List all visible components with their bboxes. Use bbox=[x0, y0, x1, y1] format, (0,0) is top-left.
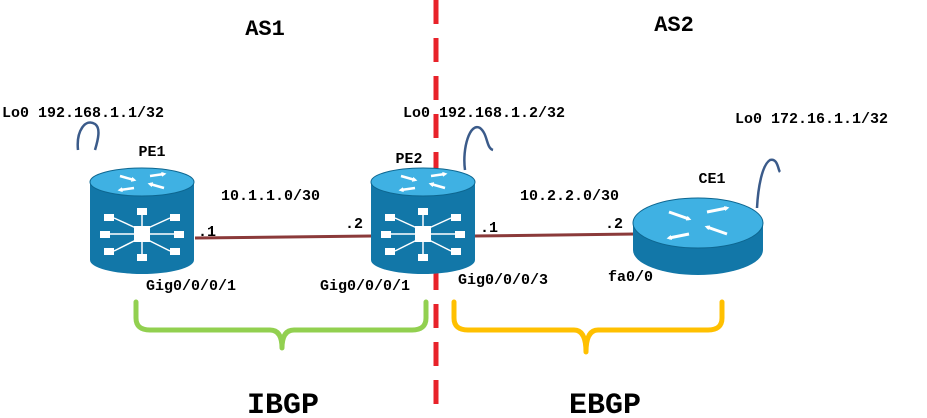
pe1-loopback-wire-icon bbox=[76, 121, 100, 151]
ce1-name: CE1 bbox=[698, 171, 725, 188]
ce1-router-icon[interactable] bbox=[632, 197, 764, 275]
ebgp-label: EBGP bbox=[569, 389, 641, 418]
link-pe2-ce1 bbox=[473, 232, 639, 238]
pe2-loopback-label: Lo0 192.168.1.2/32 bbox=[403, 105, 565, 122]
as2-label: AS2 bbox=[654, 13, 694, 38]
link-pe1-pe2 bbox=[194, 234, 373, 240]
ce1-loopback-wire-icon bbox=[755, 158, 782, 209]
pe2-name: PE2 bbox=[395, 151, 422, 168]
pe1-name: PE1 bbox=[138, 144, 165, 161]
link1-subnet-label: 10.1.1.0/30 bbox=[221, 188, 320, 205]
pe1-host-addr: .1 bbox=[198, 224, 216, 241]
pe1-interface-label: Gig0/0/0/1 bbox=[146, 278, 236, 295]
pe2-host-addr-right: .1 bbox=[480, 220, 498, 237]
pe2-host-addr-left: .2 bbox=[345, 216, 363, 233]
link2-subnet-label: 10.2.2.0/30 bbox=[520, 188, 619, 205]
ce1-interface-label: fa0/0 bbox=[608, 269, 653, 286]
pe1-router-icon[interactable] bbox=[89, 167, 195, 274]
ce1-loopback-label: Lo0 172.16.1.1/32 bbox=[735, 111, 888, 128]
pe2-interface-right-label: Gig0/0/0/3 bbox=[458, 272, 548, 289]
pe2-router-icon[interactable] bbox=[370, 167, 476, 274]
pe2-interface-left-label: Gig0/0/0/1 bbox=[320, 278, 410, 295]
pe2-loopback-wire-icon bbox=[463, 125, 494, 171]
as1-label: AS1 bbox=[245, 17, 285, 42]
ce1-host-addr: .2 bbox=[605, 216, 623, 233]
pe1-loopback-label: Lo0 192.168.1.1/32 bbox=[2, 105, 164, 122]
ibgp-brace bbox=[133, 299, 429, 351]
ibgp-label: IBGP bbox=[247, 389, 319, 418]
ebgp-brace bbox=[451, 299, 725, 355]
